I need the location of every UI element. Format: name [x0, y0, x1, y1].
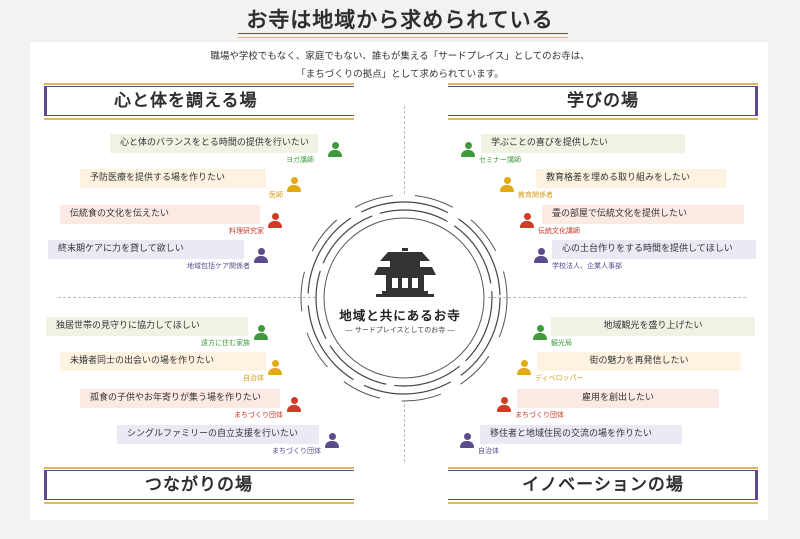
temple-icon	[374, 248, 436, 297]
person-icon	[533, 325, 547, 341]
person-icon	[287, 177, 301, 193]
person-icon	[328, 142, 342, 158]
center-subtitle: ― サードプレイスとしてのお寺 ―	[345, 326, 455, 334]
person-icon	[520, 213, 534, 229]
list-item: シングルファミリーの自立支援を行いたい まちづくり団体	[117, 425, 339, 459]
intro-line-1: 職場や学校でもなく、家庭でもない、誰もが集える「サードプレイス」としてのお寺は、	[210, 51, 590, 62]
section-label: つながりの場	[145, 475, 253, 495]
center-rings	[300, 194, 508, 402]
title-underline-gold	[238, 37, 568, 38]
person-icon	[254, 248, 268, 264]
section-label: 心と体を調える場	[114, 91, 258, 111]
list-item: 観光局 地域観光を盛り上げたい	[533, 317, 755, 351]
section-header-mind-body: 心と体を調える場	[44, 83, 354, 120]
person-icon	[268, 213, 282, 229]
person-icon	[287, 397, 301, 413]
title-underline	[238, 33, 568, 34]
list-item: 自治体 移住者と地域住民の交流の場を作りたい	[460, 425, 682, 459]
section-header-learning: 学びの場	[448, 83, 758, 120]
person-icon	[460, 433, 474, 449]
list-item: ディベロッパー 街の魅力を再発信したい	[517, 352, 741, 386]
list-item: 伝統文化講師 畳の部屋で伝統文化を提供したい	[520, 205, 744, 239]
list-item: 独居世帯の見守りに協力してほしい 遠方に住む家族	[46, 317, 268, 351]
list-item: セミナー講師 学ぶことの喜びを提供したい	[461, 134, 685, 168]
person-icon	[517, 360, 531, 376]
list-item: 教育関係者 教育格差を埋める取り組みをしたい	[500, 169, 726, 203]
person-icon	[254, 325, 268, 341]
list-item: 予防医療を提供する場を作りたい 医師	[80, 169, 301, 203]
intro-text: 職場や学校でもなく、家庭でもない、誰もが集える「サードプレイス」としてのお寺は、…	[0, 48, 800, 84]
divider-right	[488, 297, 746, 298]
person-icon	[461, 142, 475, 158]
list-item: 孤食の子供やお年寄りが集う場を作りたい まちづくり団体	[80, 389, 301, 423]
list-item: 未婚者同士の出会いの場を作りたい 自治体	[60, 352, 282, 386]
person-icon	[497, 397, 511, 413]
list-item: 伝統食の文化を伝えたい 料理研究家	[60, 205, 282, 239]
section-header-connection: つながりの場	[44, 467, 354, 504]
section-header-innovation: イノベーションの場	[448, 467, 758, 504]
divider-bottom	[404, 404, 405, 462]
divider-left	[58, 297, 316, 298]
section-label: イノベーションの場	[522, 475, 684, 495]
section-label: 学びの場	[567, 91, 639, 111]
list-item: 終末期ケアに力を貸して欲しい 地域包括ケア関係者	[48, 240, 268, 274]
intro-line-2: 「まちづくりの拠点」として求められています。	[296, 69, 504, 80]
center-title: 地域と共にあるお寺	[339, 308, 461, 323]
list-item: まちづくり団体 雇用を創出したい	[497, 389, 719, 423]
divider-top	[404, 106, 405, 194]
list-item: 心と体のバランスをとる時間の提供を行いたい ヨガ講師	[110, 134, 342, 168]
person-icon	[500, 177, 514, 193]
list-item: 学校法人、企業人事部 心の土台作りをする時間を提供してほしい	[534, 240, 756, 274]
person-icon	[534, 248, 548, 264]
page-title: お寺は地域から求められている	[246, 8, 554, 32]
person-icon	[325, 433, 339, 449]
person-icon	[268, 360, 282, 376]
